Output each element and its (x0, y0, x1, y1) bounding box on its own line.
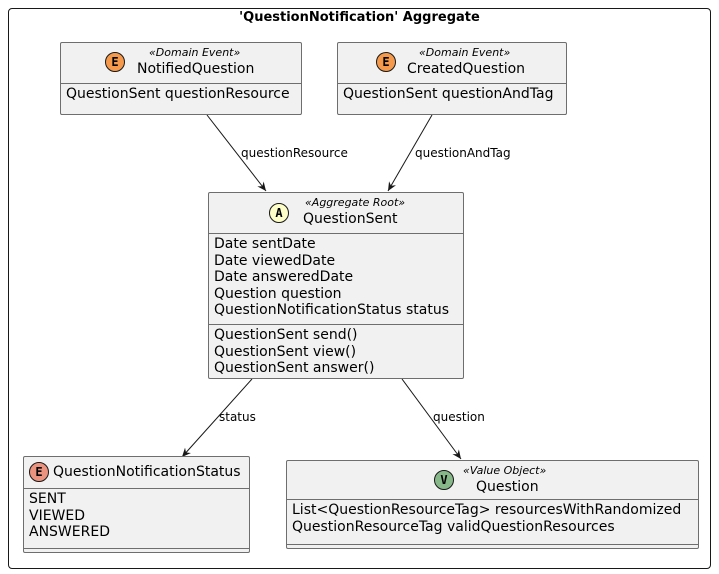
field: QuestionSent questionAndTag (343, 86, 554, 102)
field: Question question (214, 285, 342, 302)
event-icon: E (105, 52, 125, 72)
stereotype-label: «Aggregate Root» (305, 196, 406, 209)
enum-icon: E (29, 462, 49, 482)
class-name: NotifiedQuestion (137, 61, 255, 77)
arrow-notified-to-questionsent (206, 114, 267, 192)
field: List<QuestionResourceTag> resourcesWithR… (292, 502, 682, 518)
label-question: question (433, 410, 485, 424)
arrow-created-to-questionsent (387, 114, 433, 192)
field: QuestionSent questionResource (66, 86, 290, 102)
enum-value: VIEWED (29, 507, 86, 524)
label-question-and-tag: questionAndTag (415, 146, 511, 160)
enum-question-notification-status: E QuestionNotificationStatus SENT VIEWED… (23, 456, 250, 553)
class-question-sent: A «Aggregate Root» QuestionSent Date sen… (208, 192, 464, 379)
field: Date answeredDate (214, 269, 354, 285)
label-status: status (219, 410, 256, 424)
field: Date sentDate (214, 236, 316, 252)
stereotype-label: «Value Object» (463, 464, 547, 477)
method: QuestionSent send() (214, 327, 358, 343)
arrow-questionsent-to-status (181, 378, 253, 458)
diagram-title: 'QuestionNotification' Aggregate (239, 10, 480, 25)
field: Date viewedDate (214, 252, 336, 269)
stereotype-label: «Domain Event» (149, 46, 241, 59)
stereotype-label: «Domain Event» (419, 46, 511, 59)
field: QuestionNotificationStatus status (214, 302, 450, 318)
enum-value: SENT (29, 491, 66, 507)
class-name: QuestionNotificationStatus (53, 464, 241, 480)
aggregate-root-icon: A (269, 203, 289, 223)
class-name: QuestionSent (303, 211, 398, 227)
value-object-icon: V (434, 470, 454, 490)
method: QuestionSent answer() (214, 360, 375, 376)
class-name: Question (476, 479, 539, 495)
class-question: V «Value Object» Question List<QuestionR… (286, 460, 699, 549)
aggregate-frame: 'QuestionNotification' Aggregate (8, 8, 711, 569)
event-icon: E (376, 52, 396, 72)
class-created-question: E «Domain Event» CreatedQuestion Questio… (337, 42, 567, 115)
label-question-resource: questionResource (241, 146, 348, 160)
arrow-questionsent-to-question (401, 378, 462, 460)
class-notified-question: E «Domain Event» NotifiedQuestion Questi… (60, 42, 302, 115)
class-name: CreatedQuestion (407, 61, 526, 77)
enum-value: ANSWERED (29, 524, 110, 540)
method: QuestionSent view() (214, 343, 357, 360)
field: QuestionResourceTag validQuestionResourc… (292, 518, 615, 535)
